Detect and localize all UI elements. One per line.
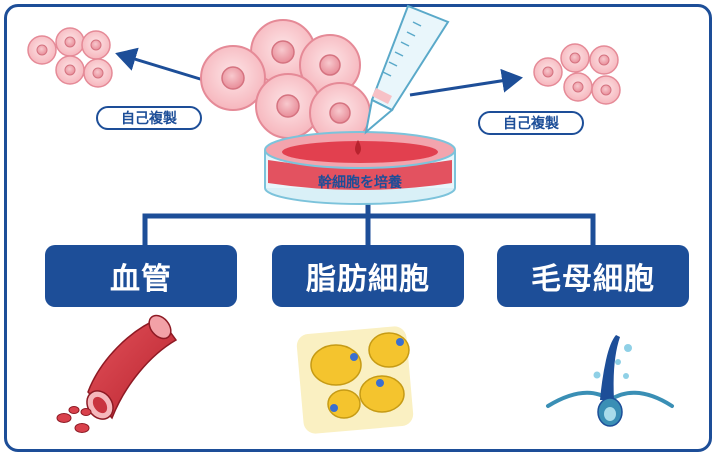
petri-dish [264, 131, 456, 205]
blood-vessel-illustration [56, 314, 178, 433]
tree-connectors [142, 197, 596, 249]
hair-follicle-illustration [546, 335, 674, 427]
self-replication-left-text: 自己複製 [121, 111, 177, 127]
category-blood-vessel-text: 血管 [110, 262, 172, 297]
culture-label: 幹細胞を培養 [318, 175, 402, 191]
cell-cluster-left [27, 27, 113, 88]
self-replication-label-left: 自己複製 [96, 106, 202, 130]
category-fat-cell-text: 脂肪細胞 [306, 262, 430, 297]
arrow-left [115, 47, 211, 84]
category-blood-vessel: 血管 [45, 245, 237, 307]
stem-cell-cluster [200, 19, 371, 144]
self-replication-label-right: 自己複製 [478, 111, 584, 135]
fat-cells-illustration [296, 326, 414, 434]
category-hair-matrix-cell: 毛母細胞 [497, 245, 689, 307]
arrow-right [409, 68, 523, 97]
category-fat-cell: 脂肪細胞 [272, 245, 464, 307]
self-replication-right-text: 自己複製 [503, 116, 559, 132]
pipette [364, 4, 450, 135]
cell-cluster-right [533, 43, 621, 105]
category-hair-matrix-cell-text: 毛母細胞 [531, 262, 655, 297]
